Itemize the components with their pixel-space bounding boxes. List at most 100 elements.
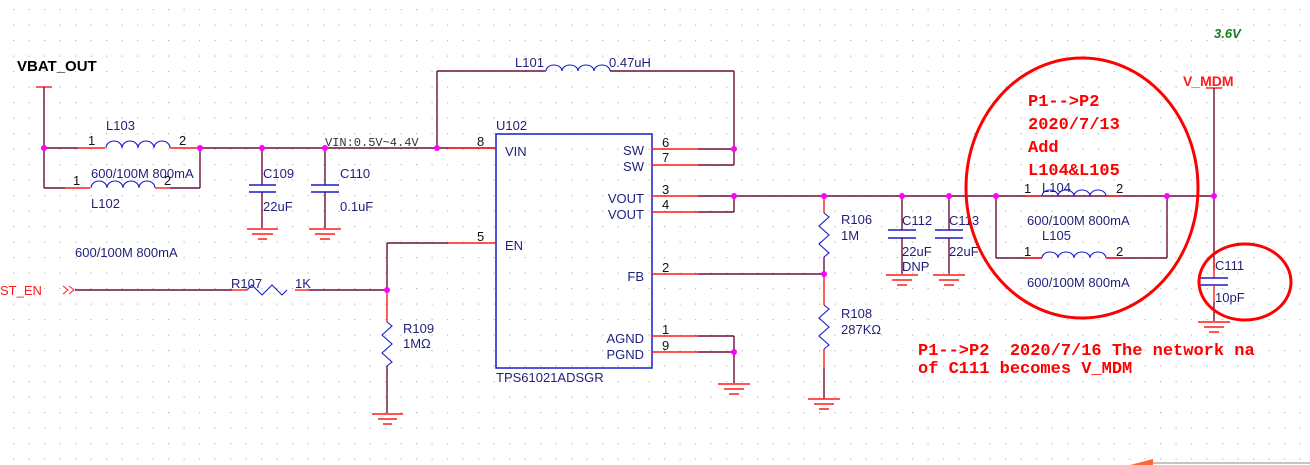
ground-symbol — [808, 398, 840, 410]
ground-symbol — [372, 413, 403, 425]
ref-designator: L102 — [91, 196, 120, 211]
ref-designator: L101 — [515, 55, 544, 70]
ground-symbol — [1198, 321, 1230, 333]
junction-dot — [731, 193, 737, 199]
pin-name: VIN — [505, 144, 527, 159]
ref-designator: R109 — [403, 321, 434, 336]
junctions — [41, 145, 1217, 355]
part-value: 22uF — [902, 244, 932, 259]
capacitor-C113[interactable]: C113 22uF — [933, 196, 979, 286]
st-en-label: ST_EN — [0, 283, 42, 298]
note-line: P1-->P2 — [1028, 93, 1099, 112]
vbat-out-power-port[interactable]: VBAT_OUT — [17, 58, 97, 188]
inductor-L102[interactable]: 1 2 L102 600/100M 800mA — [65, 173, 178, 260]
pin-number: 4 — [662, 197, 669, 212]
part-value: 22uF — [263, 199, 293, 214]
ref-designator: C113 — [949, 213, 979, 228]
ground-symbol — [718, 383, 750, 395]
revision-circle-l104-l105 — [964, 56, 1200, 320]
inductor-L105[interactable]: 1 2 L105 600/100M 800mA — [1024, 228, 1130, 290]
ground-symbol — [933, 274, 965, 286]
part-value: 600/100M 800mA — [75, 245, 178, 260]
ref-designator: R106 — [841, 212, 872, 227]
ground-symbol — [886, 274, 918, 286]
pin-number: 5 — [477, 229, 484, 244]
junction-dot — [1211, 193, 1217, 199]
ref-designator: R108 — [841, 306, 872, 321]
pin-name: VOUT — [608, 191, 644, 206]
inductor-L101[interactable]: L101 0.47uH — [515, 55, 651, 72]
pin-number: 2 — [1116, 244, 1123, 259]
pin-number: 7 — [662, 150, 669, 165]
ic-ref-designator: U102 — [496, 118, 527, 133]
v-mdm-power-port[interactable]: 3.6V V_MDM — [1183, 26, 1242, 196]
junction-dot — [731, 349, 737, 355]
revision-note-2: P1-->P2 2020/7/16 The network na of C111… — [918, 342, 1255, 379]
part-value: 600/100M 800mA — [1027, 275, 1130, 290]
v-mdm-label: V_MDM — [1183, 73, 1234, 89]
v-mdm-voltage: 3.6V — [1214, 26, 1242, 41]
ref-designator: C110 — [340, 166, 370, 181]
part-value: 1M — [841, 228, 859, 243]
junction-dot — [434, 145, 440, 151]
ground-symbol — [247, 228, 278, 240]
junction-dot — [384, 287, 390, 293]
pin-number: 2 — [164, 173, 171, 188]
capacitor-C109[interactable]: C109 22uF — [247, 148, 294, 240]
ref-designator: C111 — [1215, 258, 1244, 273]
st-en-port[interactable]: ST_EN — [0, 283, 75, 298]
note-line: Add — [1028, 139, 1059, 158]
dnp-note: DNP — [902, 259, 929, 274]
note-line: of C111 becomes V_MDM — [918, 360, 1132, 379]
revision-circle-c111 — [1197, 242, 1293, 322]
part-value: 1MΩ — [403, 336, 431, 351]
resistor-R109[interactable]: R109 1MΩ — [372, 290, 434, 425]
resistor-R107[interactable]: R107 1K — [231, 276, 311, 296]
pin-name: PGND — [606, 347, 644, 362]
ref-designator: C112 — [902, 213, 932, 228]
ref-designator: L103 — [106, 118, 135, 133]
junction-dot — [41, 145, 47, 151]
part-value: 0.1uF — [340, 199, 373, 214]
pin-number: 1 — [662, 322, 669, 337]
part-value: 22uF — [949, 244, 979, 259]
junction-dot — [821, 271, 827, 277]
pin-number: 1 — [1024, 181, 1031, 196]
part-value: 10pF — [1215, 290, 1245, 305]
pin-number: 3 — [662, 182, 669, 197]
inductor-L104[interactable]: 1 2 L104 600/100M 800mA — [1024, 180, 1130, 228]
part-value: 600/100M 800mA — [1027, 213, 1130, 228]
ref-designator: C109 — [263, 166, 294, 181]
note-line: 2020/7/13 — [1028, 116, 1120, 135]
ic-U102[interactable]: U102 TPS61021ADSGR 8 VIN 5 EN 6 7 SW SW … — [448, 118, 698, 385]
junction-dot — [993, 193, 999, 199]
inductor-L103[interactable]: 1 2 L103 600/100M 800mA — [78, 118, 200, 181]
pin-name: FB — [627, 269, 644, 284]
note-line: L104&L105 — [1028, 162, 1120, 181]
pin-name: SW — [623, 143, 645, 158]
pin-name: VOUT — [608, 207, 644, 222]
part-value: 600/100M 800mA — [91, 166, 194, 181]
capacitor-C110[interactable]: C110 0.1uF — [309, 148, 373, 240]
pin-number: 1 — [73, 173, 80, 188]
part-value: 1K — [295, 276, 311, 291]
pin-number: 2 — [1116, 181, 1123, 196]
ref-designator: L104 — [1042, 180, 1071, 195]
capacitor-C112[interactable]: C112 22uF DNP — [886, 196, 932, 286]
port-arrow-icon — [62, 285, 75, 295]
ic-part-number: TPS61021ADSGR — [496, 370, 604, 385]
pin-number: 8 — [477, 134, 484, 149]
ref-designator: L105 — [1042, 228, 1071, 243]
resistor-R108[interactable]: R108 287KΩ — [808, 274, 881, 410]
pin-number: 9 — [662, 338, 669, 353]
pin-name: EN — [505, 238, 523, 253]
revision-note-1: P1-->P2 2020/7/13 Add L104&L105 — [1028, 93, 1120, 181]
junction-dot — [899, 193, 905, 199]
pin-number: 2 — [662, 260, 669, 275]
pin-name: SW — [623, 159, 645, 174]
note-line: P1-->P2 2020/7/16 The network na — [918, 342, 1255, 361]
ref-designator: R107 — [231, 276, 262, 291]
part-value: 0.47uH — [609, 55, 651, 70]
